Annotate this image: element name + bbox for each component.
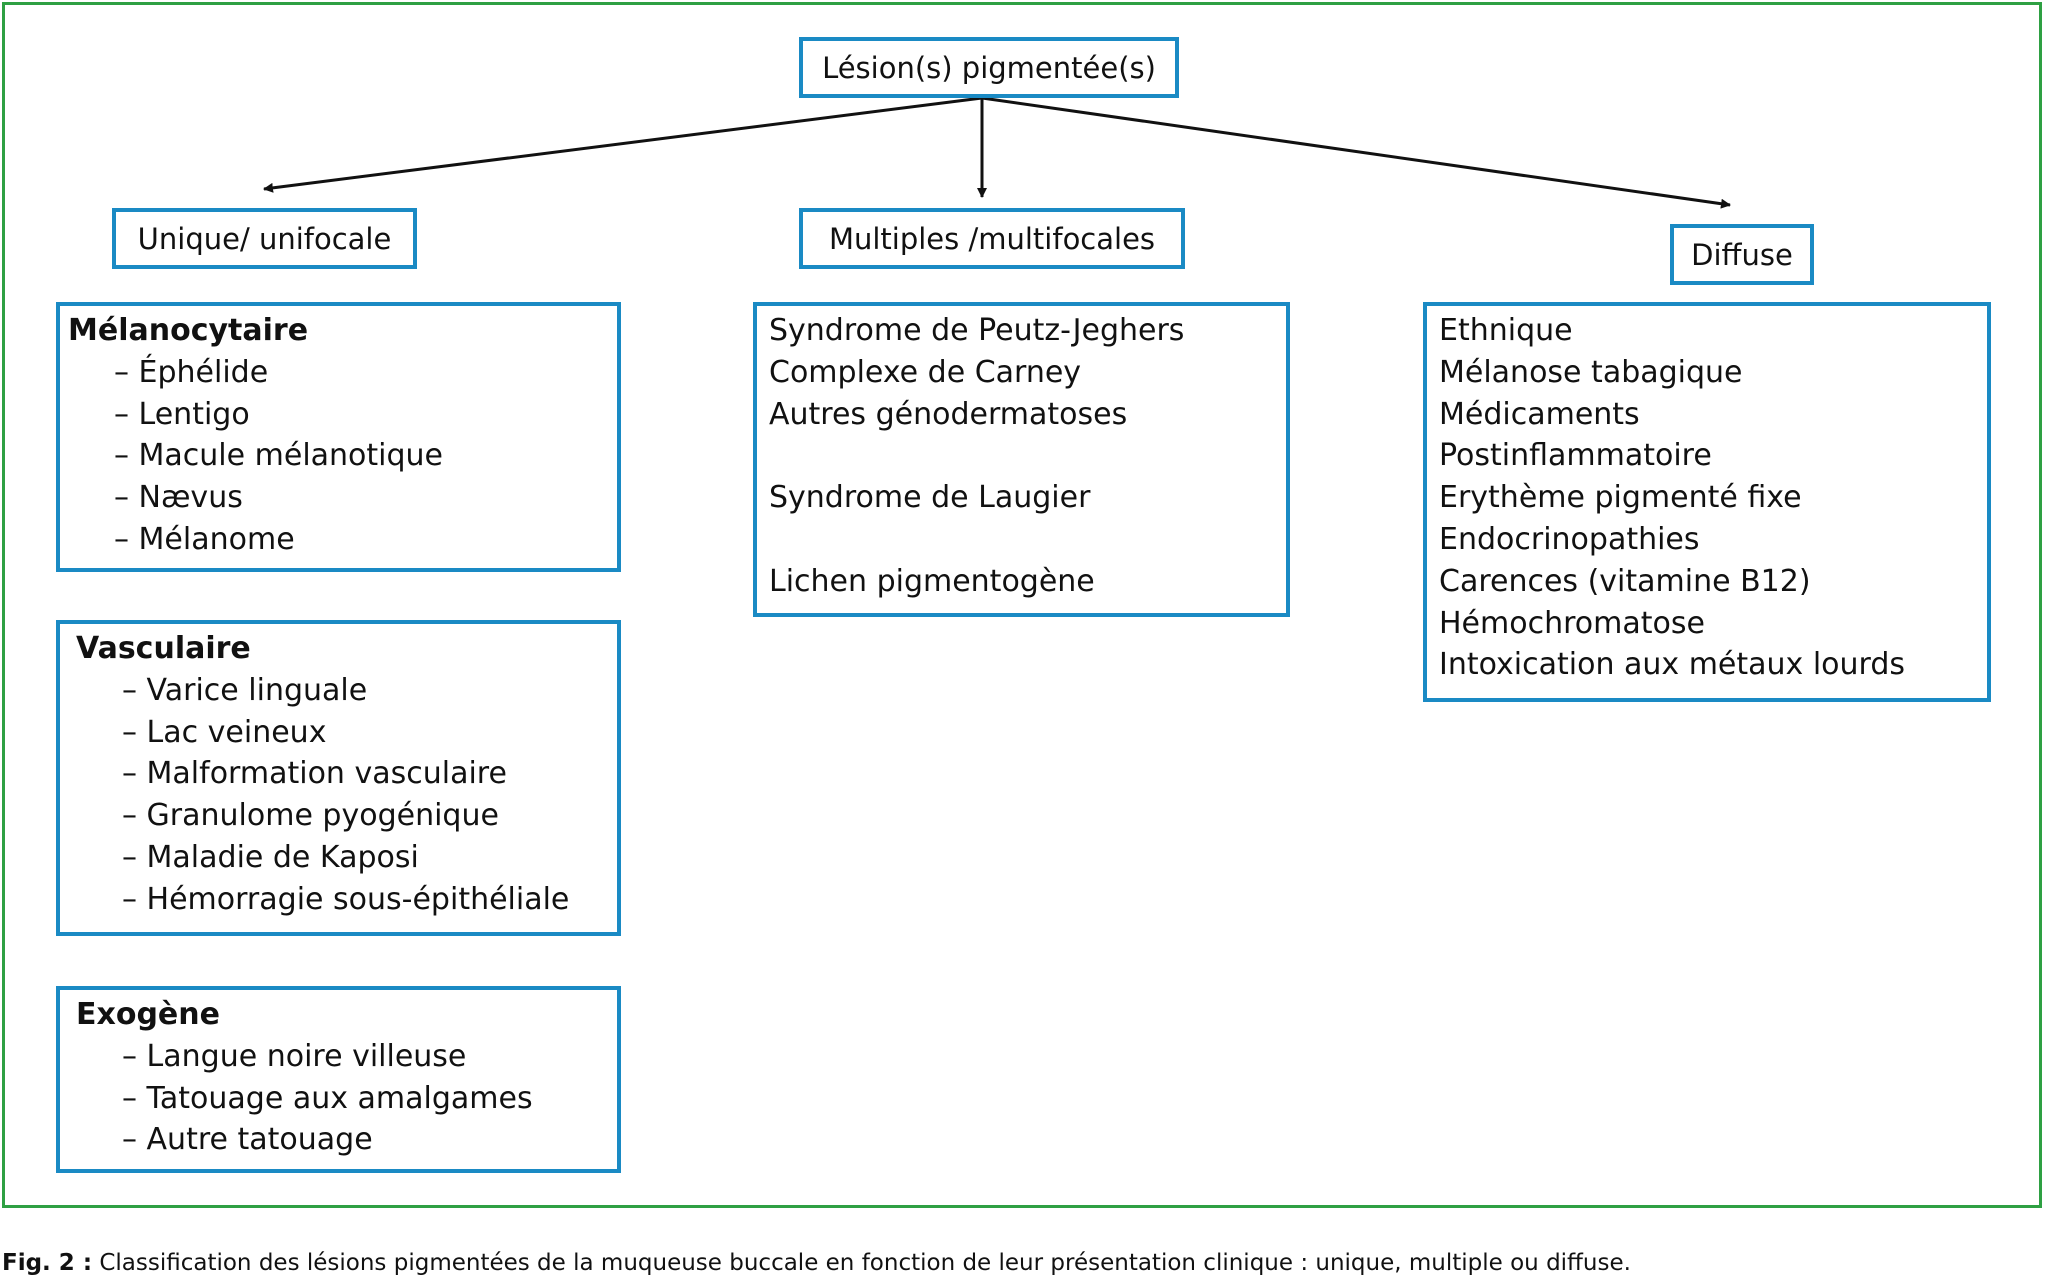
list-item: Autres génodermatoses (769, 396, 1128, 432)
list-item: – Malformation vasculaire (122, 756, 507, 792)
list-item: – Autre tatouage (122, 1122, 373, 1158)
list-item: Mélanose tabagique (1439, 354, 1743, 390)
list-item: Complexe de Carney (769, 354, 1082, 390)
category-diffuse: Diffuse (1670, 224, 1814, 285)
list-item: Lichen pigmentogène (769, 563, 1095, 599)
list-item: – Éphélide (114, 354, 269, 390)
list-item: Syndrome de Peutz-Jeghers (769, 313, 1185, 348)
list-item: Erythème pigmenté fixe (1439, 480, 1802, 516)
group-vasculaire: Vasculaire – Varice linguale – Lac veine… (56, 620, 621, 936)
arrow-to-unique (263, 96, 983, 193)
category-unique: Unique/ unifocale (112, 208, 417, 269)
root-node: Lésion(s) pigmentée(s) (799, 37, 1179, 98)
connector-arrows (263, 96, 1731, 209)
list-item: – Lac veineux (122, 714, 327, 750)
list-item: – Macule mélanotique (114, 438, 444, 474)
figure-frame (2, 2, 2042, 1208)
category-multiples: Multiples /multifocales (799, 208, 1185, 269)
caption-text: Classification des lésions pigmentées de… (99, 1250, 1631, 1276)
diffuse-list: Ethnique Mélanose tabagique Médicaments … (1423, 302, 1991, 702)
list-item: – Nævus (114, 480, 243, 516)
caption-label: Fig. 2 : (2, 1250, 93, 1276)
list-item: Endocrinopathies (1439, 521, 1700, 557)
list-item: Carences (vitamine B12) (1439, 563, 1811, 599)
multiples-list: Syndrome de Peutz-Jeghers Complexe de Ca… (753, 302, 1290, 617)
list-item: Médicaments (1439, 396, 1640, 432)
arrow-to-diffuse (981, 96, 1731, 209)
figure-caption: Fig. 2 : Classification des lésions pigm… (2, 1250, 1631, 1276)
list-item: – Maladie de Kaposi (122, 839, 419, 875)
category-unique-label: Unique/ unifocale (137, 221, 392, 256)
group-melanocytaire: Mélanocytaire – Éphélide – Lentigo – Mac… (56, 302, 621, 572)
group-title: Vasculaire (76, 631, 251, 666)
list-spacer (769, 435, 1286, 477)
list-item: – Varice linguale (122, 672, 368, 708)
list-item: Hémochromatose (1439, 605, 1705, 641)
group-title: Mélanocytaire (68, 313, 309, 348)
list-item: – Hémorragie sous-épithéliale (122, 881, 570, 917)
list-item: – Tatouage aux amalgames (122, 1080, 533, 1116)
list-item: – Langue noire villeuse (122, 1038, 467, 1074)
group-exogene: Exogène – Langue noire villeuse – Tatoua… (56, 986, 621, 1173)
group-title: Exogène (76, 997, 220, 1032)
list-item: Syndrome de Laugier (769, 480, 1091, 516)
category-multiples-label: Multiples /multifocales (828, 221, 1156, 256)
list-item: Intoxication aux métaux lourds (1439, 647, 1906, 683)
list-spacer (769, 519, 1286, 561)
category-diffuse-label: Diffuse (1691, 237, 1793, 272)
list-item: – Granulome pyogénique (122, 798, 499, 834)
list-item: – Mélanome (114, 521, 295, 557)
list-item: Postinflammatoire (1439, 438, 1712, 474)
root-label: Lésion(s) pigmentée(s) (822, 50, 1156, 85)
list-item: Ethnique (1439, 313, 1573, 348)
list-item: – Lentigo (114, 396, 250, 432)
